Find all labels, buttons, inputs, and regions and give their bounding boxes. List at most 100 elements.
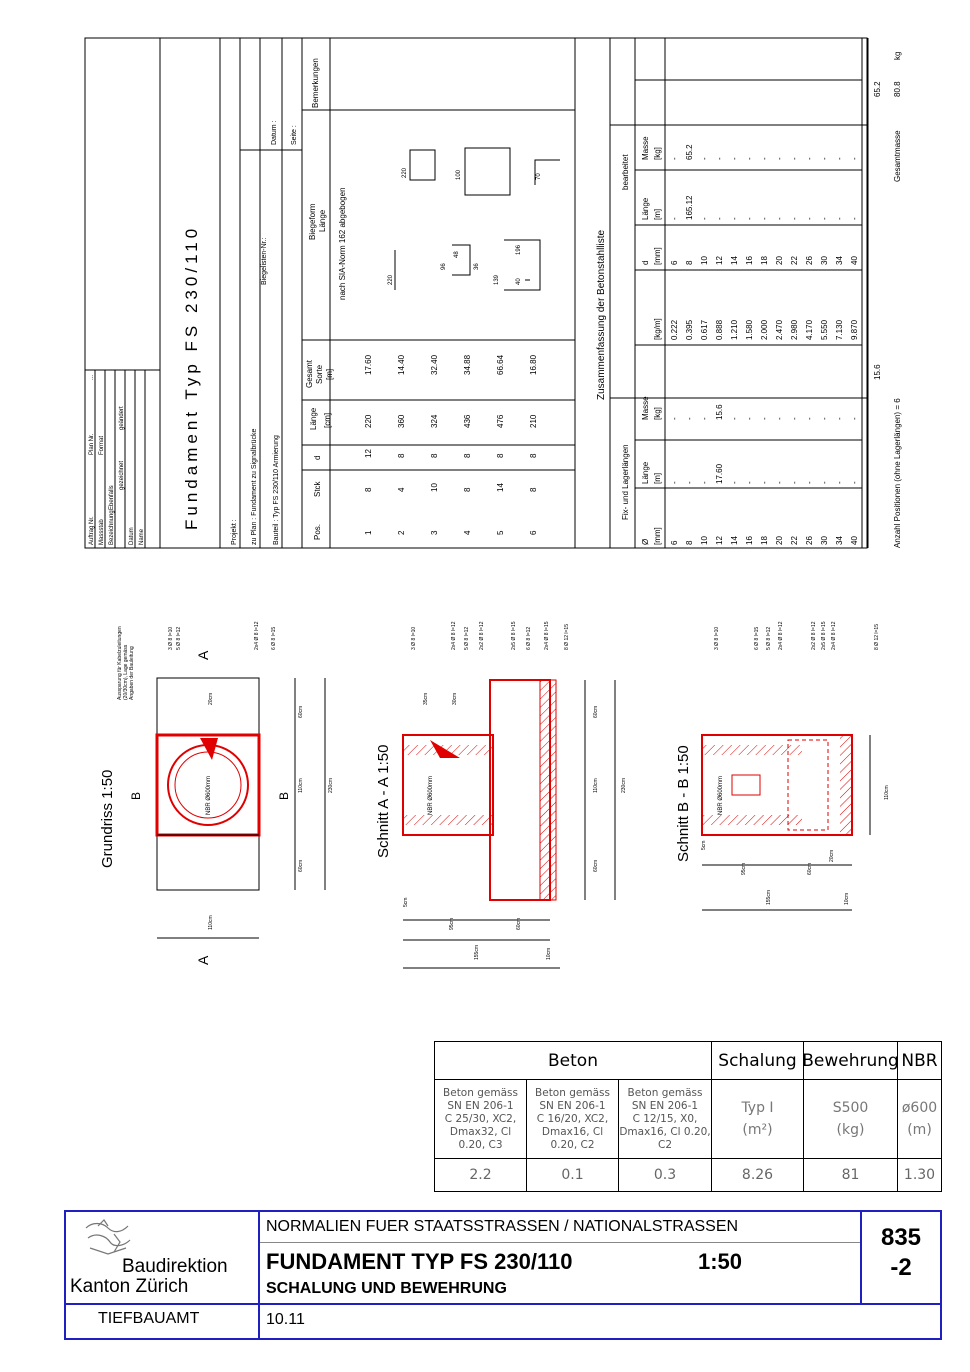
summary-cell-kgm: 5.550 bbox=[820, 319, 829, 340]
summary-cell-l2: - bbox=[820, 217, 829, 220]
schnitt-aa-label-5: 5 Ø 8 l=12 bbox=[464, 627, 470, 650]
bar-row-gesamt: 16.80 bbox=[529, 354, 538, 375]
bar-header-sorte: Sorte bbox=[315, 364, 324, 384]
schnitt-aa-dim-10: 10cm bbox=[546, 948, 552, 960]
bar-header-bemerkungen: Bemerkungen bbox=[311, 58, 320, 108]
bar-header-d: d bbox=[313, 456, 322, 460]
bend-dim-48: 48 bbox=[454, 251, 460, 258]
gesamtmasse-value: 80.8 bbox=[893, 81, 902, 97]
bar-header-biegeform: Biegeform bbox=[308, 203, 317, 240]
section-b-top: B bbox=[129, 792, 143, 800]
summary-cell-m2: - bbox=[850, 157, 859, 160]
bar-row-pos: 1 bbox=[364, 530, 373, 535]
summary-cell-m1: - bbox=[805, 417, 814, 420]
summary-cell-l1: - bbox=[790, 481, 799, 484]
bar-header-stck: Stck bbox=[313, 480, 322, 497]
summary-unit: [kg] bbox=[653, 147, 662, 160]
bar-row-laenge: 476 bbox=[496, 414, 505, 428]
schnitt-aa-label-15: 8 Ø 12 l=15 bbox=[564, 624, 570, 650]
summary-cell-kgm: 2.980 bbox=[790, 319, 799, 340]
gesamtmasse-label: Gesamtmasse bbox=[893, 130, 902, 182]
summary-cell-kgm: 4.170 bbox=[805, 319, 814, 340]
summary-cell-d: 6 bbox=[670, 540, 679, 545]
bar-row-pos: 6 bbox=[529, 530, 538, 535]
title-main: FUNDAMENT TYP FS 230/110 bbox=[266, 1249, 573, 1274]
summary-cell-m1: - bbox=[760, 417, 769, 420]
bar-row-gesamt: 34.88 bbox=[463, 354, 472, 375]
summary-cell-d2: 8 bbox=[685, 260, 694, 265]
summary-cell-m2: - bbox=[820, 157, 829, 160]
summary-cell-d2: 16 bbox=[745, 256, 754, 265]
bar-row-pos: 3 bbox=[430, 530, 439, 535]
summary-cell-l1: - bbox=[760, 481, 769, 484]
summary-cell-m2: - bbox=[745, 157, 754, 160]
summary-header: d bbox=[641, 261, 650, 265]
beton-value-2: 0.1 bbox=[527, 1159, 619, 1191]
bar-row-pos: 2 bbox=[397, 530, 406, 535]
bewehrung-spec: S500(kg) bbox=[804, 1080, 898, 1159]
summary-cell-d2: 18 bbox=[760, 256, 769, 265]
schnitt-bb-label-11: 2x5 Ø 8 l=15 bbox=[821, 621, 827, 650]
schnitt-bb-label-5: 5 Ø 8 l=12 bbox=[766, 627, 772, 650]
summary-cell-d: 12 bbox=[715, 536, 724, 545]
schnitt-aa-dim-95: 95cm bbox=[449, 918, 455, 930]
bar-row-stck: 8 bbox=[364, 487, 373, 492]
summary-cell-m1: - bbox=[850, 417, 859, 420]
summary-cell-m2: - bbox=[670, 157, 679, 160]
summary-cell-d: 16 bbox=[745, 536, 754, 545]
grundriss-label-1: 3 Ø 8 l=10 bbox=[168, 627, 174, 650]
biegelisten-label: Biegelisten-Nr.: bbox=[261, 237, 268, 285]
summary-cell-l1: - bbox=[730, 481, 739, 484]
material-header-nbr: NBR bbox=[898, 1042, 941, 1080]
summary-cell-l2: - bbox=[730, 217, 739, 220]
summary-cell-l2: - bbox=[850, 217, 859, 220]
title-subtitle: SCHALUNG UND BEWEHRUNG bbox=[266, 1280, 507, 1297]
bar-row-gesamt: 14.40 bbox=[397, 354, 406, 375]
summary-cell-d: 34 bbox=[835, 536, 844, 545]
summary-cell-d: 18 bbox=[760, 536, 769, 545]
schnitt-bb-label-9: 2x2 Ø 8 l=12 bbox=[811, 621, 817, 650]
schnitt-aa-label-11: 6 Ø 8 l=12 bbox=[526, 627, 532, 650]
bend-dim-100: 100 bbox=[456, 169, 462, 180]
summary-unit: [m] bbox=[653, 473, 662, 484]
schalung-value: 8.26 bbox=[712, 1159, 804, 1191]
stamp-geaendert: geändert bbox=[119, 406, 125, 430]
summary-header: Masse bbox=[641, 396, 650, 420]
summary-cell-d: 14 bbox=[730, 536, 739, 545]
bend-dim-220b: 220 bbox=[402, 167, 408, 178]
title-block: Baudirektion Kanton Zürich TIEFBAUAMT NO… bbox=[64, 1210, 942, 1340]
summary-cell-kgm: 9.870 bbox=[850, 319, 859, 340]
grundriss-nbr: NBR Ø600mm bbox=[206, 776, 212, 815]
bend-dim-36: 36 bbox=[474, 263, 480, 270]
summary-bearbeitet: bearbeitet bbox=[621, 154, 630, 190]
bar-row-d: 8 bbox=[397, 453, 406, 458]
bar-row-laenge: 436 bbox=[463, 414, 472, 428]
summary-cell-l1: - bbox=[850, 481, 859, 484]
summary-cell-l1: - bbox=[820, 481, 829, 484]
summary-cell-m1: 15.6 bbox=[715, 404, 724, 420]
bar-header-laenge: Länge bbox=[309, 407, 318, 430]
sheet-title: Fundament Typ FS 230/110 bbox=[182, 225, 201, 530]
grundriss-dim-110: 110cm bbox=[298, 778, 304, 793]
summary-cell-m1: - bbox=[745, 417, 754, 420]
beton-value-1: 2.2 bbox=[435, 1159, 527, 1191]
summary-cell-m1: - bbox=[685, 417, 694, 420]
summary-cell-m1: - bbox=[670, 417, 679, 420]
summary-cell-l1: - bbox=[670, 481, 679, 484]
summary-cell-m2: 65.2 bbox=[685, 144, 694, 160]
material-table: Beton Schalung Bewehrung NBR Beton gemäs… bbox=[434, 1041, 942, 1192]
schnitt-aa-label-1: 3 Ø 8 l=10 bbox=[411, 627, 417, 650]
datum-label: Datum : bbox=[271, 120, 278, 145]
summary-cell-d: 10 bbox=[700, 536, 709, 545]
summary-cell-l1: - bbox=[835, 481, 844, 484]
summary-fix-title: Fix- und Lagerlängen bbox=[621, 444, 630, 520]
schnitt-aa-dim-110: 110cm bbox=[593, 778, 599, 793]
summary-cell-d: 26 bbox=[805, 536, 814, 545]
schnitt-aa-label-3: 2x4 Ø 8 l=12 bbox=[451, 621, 457, 650]
summary-cell-kgm: 2.470 bbox=[775, 319, 784, 340]
summary-cell-m1: - bbox=[775, 417, 784, 420]
summary-header: Länge bbox=[641, 197, 650, 220]
